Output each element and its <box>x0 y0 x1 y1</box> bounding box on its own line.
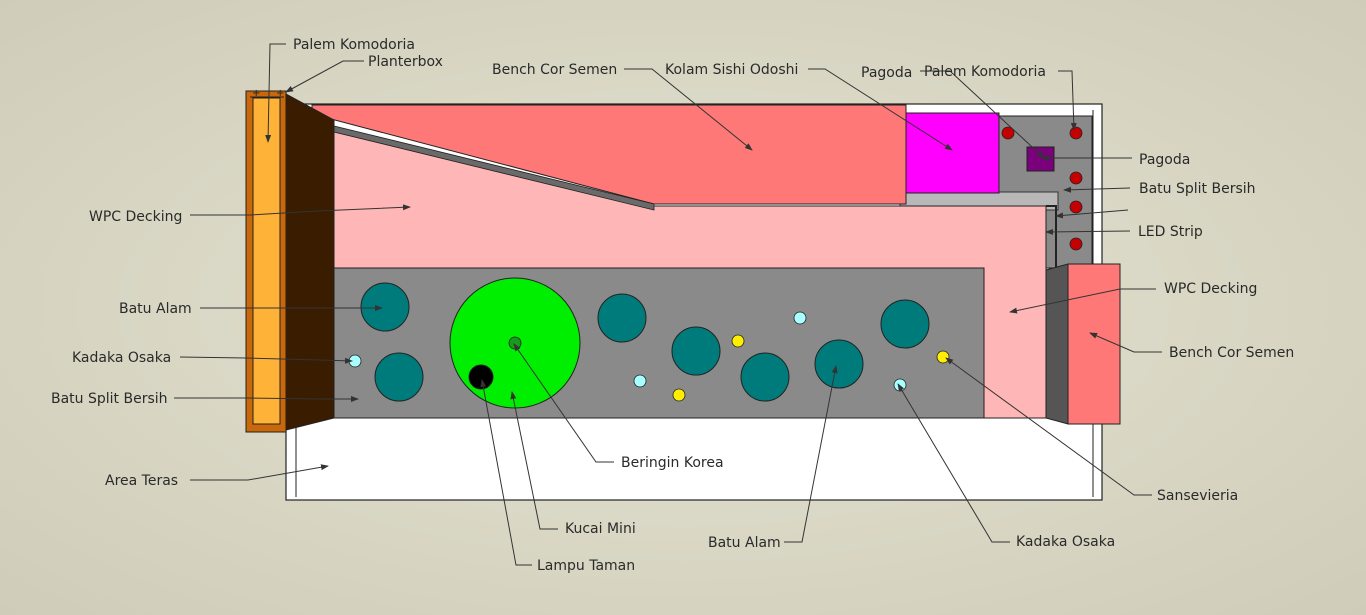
leader-kucai <box>510 391 558 530</box>
kadaka-osaka-small <box>893 378 907 392</box>
palem-komodoria-dot <box>1069 171 1083 185</box>
leader-planterbox <box>285 60 364 93</box>
kadaka-osaka-plant <box>374 352 424 402</box>
leader-palem-right <box>1058 70 1077 131</box>
leader-led-strip-a <box>1055 209 1129 219</box>
leader-batu-alam-bottom <box>784 365 838 543</box>
leader-sansevieria <box>945 357 1152 496</box>
leader-kadaka-left <box>179 356 353 364</box>
bench-cor-semen-right <box>1067 263 1121 425</box>
beringin-korea-trunk <box>508 336 522 350</box>
label-sansevieria: Sansevieria <box>1157 488 1238 504</box>
leader-batu-split-left <box>174 396 359 402</box>
leader-wpc-right <box>1009 288 1156 314</box>
label-wpc-decking-left: WPC Decking <box>89 209 182 225</box>
leader-kolam <box>808 68 953 151</box>
label-kucai-mini: Kucai Mini <box>565 521 636 537</box>
palem-komodoria-marker: + <box>276 88 284 99</box>
label-batu-split-bersih-right: Batu Split Bersih <box>1139 181 1256 197</box>
leader-led-strip-b <box>1045 228 1131 235</box>
kadaka-osaka-plant <box>814 339 864 389</box>
batu-split-bersih-bed <box>333 267 985 419</box>
kadaka-osaka-plant <box>671 326 721 376</box>
pagoda <box>1026 146 1055 172</box>
label-lampu-taman: Lampu Taman <box>537 558 635 574</box>
sansevieria-plant <box>672 388 686 402</box>
label-palem-komodoria-right: Palem Komodoria <box>924 64 1046 80</box>
leader-palem-komodoria-left <box>265 43 286 143</box>
label-batu-alam-left: Batu Alam <box>119 301 192 317</box>
kolam-sishi-odoshi <box>905 112 1000 194</box>
label-pagoda-right: Pagoda <box>1139 152 1190 168</box>
lampu-taman <box>468 364 494 390</box>
palem-komodoria-marker: + <box>252 88 260 99</box>
label-area-teras: Area Teras <box>105 473 178 489</box>
label-batu-alam-bottom: Batu Alam <box>708 535 781 551</box>
palem-komodoria-dot <box>1069 237 1083 251</box>
kadaka-osaka-plant <box>880 299 930 349</box>
label-pagoda-top: Pagoda <box>861 65 912 81</box>
leader-lampu <box>480 379 532 566</box>
label-beringin-korea: Beringin Korea <box>621 455 724 471</box>
label-batu-split-bersih-left: Batu Split Bersih <box>51 391 168 407</box>
leader-beringin <box>513 343 614 463</box>
leader-batu-split-right <box>1063 186 1131 193</box>
palem-komodoria-dot <box>1069 126 1083 140</box>
kadaka-osaka-plant <box>740 352 790 402</box>
palem-komodoria-dot <box>1001 126 1015 140</box>
label-bench-cor-semen-top: Bench Cor Semen <box>492 62 617 78</box>
sansevieria-plant <box>936 350 950 364</box>
label-kadaka-osaka-bottom: Kadaka Osaka <box>1016 534 1115 550</box>
label-bench-cor-semen-right: Bench Cor Semen <box>1169 345 1294 361</box>
bench-cor-semen-right-side <box>1045 263 1069 425</box>
kadaka-osaka-small <box>793 311 807 325</box>
leader-area-teras <box>190 464 329 481</box>
leader-bench-top <box>624 68 753 151</box>
label-wpc-decking-right: WPC Decking <box>1164 281 1257 297</box>
sansevieria-plant <box>731 334 745 348</box>
kadaka-osaka-plant <box>360 282 410 332</box>
kadaka-osaka-plant <box>597 293 647 343</box>
leader-bench-right <box>1089 332 1162 353</box>
planterbox-soil <box>252 97 281 425</box>
planterbox-side <box>283 92 335 431</box>
label-palem-komodoria-left: Palem Komodoria <box>293 37 415 53</box>
label-kolam-sishi-odoshi: Kolam Sishi Odoshi <box>665 62 798 78</box>
leader-kadaka-bottom <box>897 383 1010 543</box>
kadaka-osaka-small <box>633 374 647 388</box>
label-kadaka-osaka-left: Kadaka Osaka <box>72 350 171 366</box>
label-led-strip: LED Strip <box>1138 224 1203 240</box>
label-planterbox: Planterbox <box>368 54 443 70</box>
leader-wpc-left <box>190 204 411 216</box>
palem-komodoria-dot <box>1069 200 1083 214</box>
leader-pagoda-top <box>920 70 1045 159</box>
